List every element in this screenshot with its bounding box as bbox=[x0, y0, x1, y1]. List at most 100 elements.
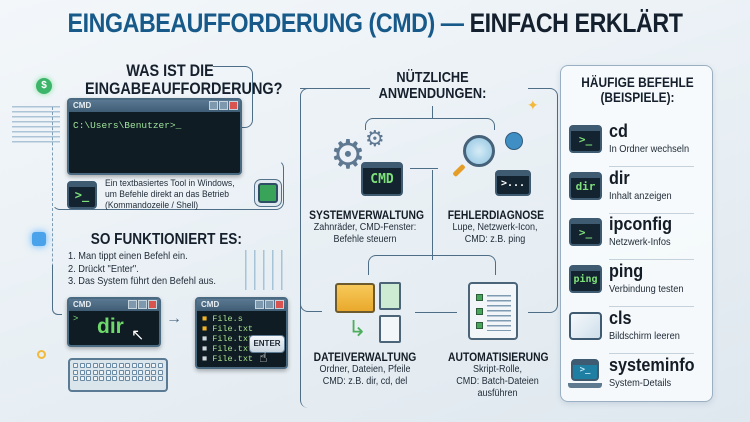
use-desc-systemverwaltung: Zahnräder, CMD-Fenster: Befehle steuern bbox=[307, 222, 424, 246]
cpu-chip-icon bbox=[258, 183, 278, 203]
use-desc-fehlerdiagnose: Lupe, Netzwerk-Icon, CMD: z.B. ping bbox=[446, 222, 545, 246]
gear-icon: ⚙ bbox=[330, 133, 366, 177]
minimize-icon bbox=[209, 101, 218, 110]
chip-glow-icon bbox=[32, 232, 46, 246]
command-desc: Netzwerk-Infos bbox=[609, 236, 671, 248]
folder-icon: ■ bbox=[202, 324, 208, 334]
document-green-icon bbox=[379, 282, 401, 310]
cmd-prompt: C:\Users\Benutzer>_ bbox=[73, 120, 182, 131]
command-name: cd bbox=[609, 121, 628, 141]
terminal-icon: >_ bbox=[569, 218, 602, 246]
input-prompt: > bbox=[73, 313, 79, 323]
script-scroll-icon bbox=[468, 282, 518, 340]
gear-small-icon: ⚙ bbox=[365, 126, 385, 151]
cmd-icon-glyph: >_ bbox=[578, 225, 593, 239]
command-item-cd: >_ cd In Ordner wechseln bbox=[569, 121, 709, 165]
connector-line bbox=[52, 107, 53, 307]
maximize-icon bbox=[219, 101, 228, 110]
sparkle-icon: ✦ bbox=[527, 97, 539, 113]
cmd-window-input: CMD > dir ↖ bbox=[67, 297, 161, 347]
blank-window-icon bbox=[569, 312, 602, 340]
file-icon: ■ bbox=[202, 344, 208, 354]
ping-icon: ping bbox=[569, 265, 602, 293]
cmd-window-output: CMD ■ File.s ■ File.txt ■ File.txt ■ Fil… bbox=[195, 297, 288, 369]
file-item: ■ File.txt bbox=[202, 354, 286, 364]
folder-icon: ■ bbox=[202, 314, 208, 324]
cmd-icon-glyph: >_ bbox=[579, 365, 591, 375]
file-item: ■ File.s bbox=[202, 314, 286, 324]
connector-line bbox=[368, 255, 496, 275]
title-part2: EINFACH ERKLÄRT bbox=[469, 8, 683, 38]
terminal-icon: >_ bbox=[67, 181, 97, 209]
command-name: cls bbox=[609, 308, 632, 328]
close-icon bbox=[148, 300, 157, 309]
desc-line: Lupe, Netzwerk-Icon, bbox=[452, 222, 538, 233]
connector-line bbox=[528, 88, 558, 313]
cmd-window-icon: CMD bbox=[361, 162, 403, 196]
command-desc: In Ordner wechseln bbox=[609, 143, 690, 155]
how-steps: 1. Man tippt einen Befehl ein. 2. Drückt… bbox=[68, 250, 216, 288]
file-item: ■ File.txt bbox=[202, 324, 286, 334]
dir-icon: dir bbox=[569, 172, 602, 200]
minimize-icon bbox=[255, 300, 264, 309]
connector-line bbox=[300, 300, 322, 312]
title-part1: EINGABEAUFFORDERUNG (CMD) bbox=[67, 8, 436, 38]
file-name: File.txt bbox=[212, 354, 254, 364]
connector-line bbox=[415, 312, 457, 313]
use-label-fehlerdiagnose: FEHLERDIAGNOSE bbox=[447, 208, 545, 222]
cmd-window-title: CMD bbox=[73, 101, 92, 110]
desc-line: Befehle steuern bbox=[333, 234, 397, 245]
divider bbox=[609, 353, 694, 354]
what-is-heading-line2: EINGABEAUFFORDERUNG? bbox=[85, 78, 283, 98]
terminal-icon-glyph: >_ bbox=[74, 188, 90, 202]
command-item-ping: ping ping Verbindung testen bbox=[569, 261, 709, 305]
connector-line bbox=[52, 160, 284, 210]
minimize-icon bbox=[128, 300, 137, 309]
desc-line3: (Kommandozeile / Shell) bbox=[105, 199, 199, 211]
file-name: File.s bbox=[212, 314, 243, 324]
command-desc: Verbindung testen bbox=[609, 283, 684, 295]
cmd-output-title: CMD bbox=[201, 300, 220, 309]
file-icon: ■ bbox=[202, 334, 208, 344]
cmd-icon-glyph: ping bbox=[573, 273, 598, 285]
uses-heading: NÜTZLICHE ANWENDUNGEN: bbox=[358, 70, 507, 102]
connector-line bbox=[52, 265, 62, 315]
desc-line: ausführen bbox=[477, 388, 518, 399]
desc-line: Zahnräder, CMD-Fenster: bbox=[313, 222, 417, 233]
desc-line2: um Befehle direkt an das Betrieb bbox=[105, 188, 230, 200]
magnifier-handle bbox=[452, 163, 466, 178]
input-command: dir bbox=[97, 315, 124, 338]
file-icon: ■ bbox=[202, 354, 208, 364]
what-is-description: Ein textbasiertes Tool in Windows, um Be… bbox=[105, 178, 240, 212]
close-icon bbox=[229, 101, 238, 110]
terminal-ping-icon: >... bbox=[495, 170, 531, 196]
file-item: ■ File.txt bbox=[202, 334, 286, 344]
commands-heading-line2: (BEISPIELE): bbox=[600, 88, 675, 105]
desc-line: CMD: Batch-Dateien bbox=[456, 376, 539, 387]
connector-line bbox=[432, 170, 433, 260]
dollar-badge-icon: $ bbox=[36, 78, 52, 94]
command-item-systeminfo: >_ systeminfo System-Details bbox=[568, 355, 709, 399]
desc-line1: Ein textbasiertes Tool in Windows, bbox=[105, 178, 235, 189]
command-desc: System-Details bbox=[609, 377, 672, 389]
cmd-icon-glyph: >_ bbox=[578, 132, 593, 146]
what-is-heading-line1: WAS IST DIE bbox=[126, 61, 214, 80]
cmd-icon-text: CMD bbox=[370, 171, 394, 187]
use-label-dateiverwaltung: DATEIVERWALTUNG bbox=[313, 350, 417, 364]
use-label-systemverwaltung: SYSTEMVERWALTUNG bbox=[309, 208, 424, 222]
sliders-icon bbox=[245, 250, 285, 290]
title-dash: — bbox=[434, 8, 470, 38]
step-1: 1. Man tippt einen Befehl ein. bbox=[68, 250, 188, 262]
command-name: dir bbox=[609, 168, 630, 188]
enter-key[interactable]: ENTER bbox=[249, 335, 285, 353]
maximize-icon bbox=[138, 300, 147, 309]
mouse-cursor-icon: ↖ bbox=[131, 327, 145, 344]
page-title: EINGABEAUFFORDERUNG (CMD) — EINFACH ERKL… bbox=[53, 8, 698, 39]
decor-text-lines bbox=[12, 106, 60, 146]
magnifier-icon bbox=[463, 135, 495, 167]
laptop-base bbox=[568, 383, 602, 388]
arrow-right-icon: → bbox=[166, 310, 182, 327]
desc-line: CMD: z.B. dir, cd, del bbox=[322, 376, 408, 387]
close-icon bbox=[275, 300, 284, 309]
file-name: File.txt bbox=[212, 334, 254, 344]
